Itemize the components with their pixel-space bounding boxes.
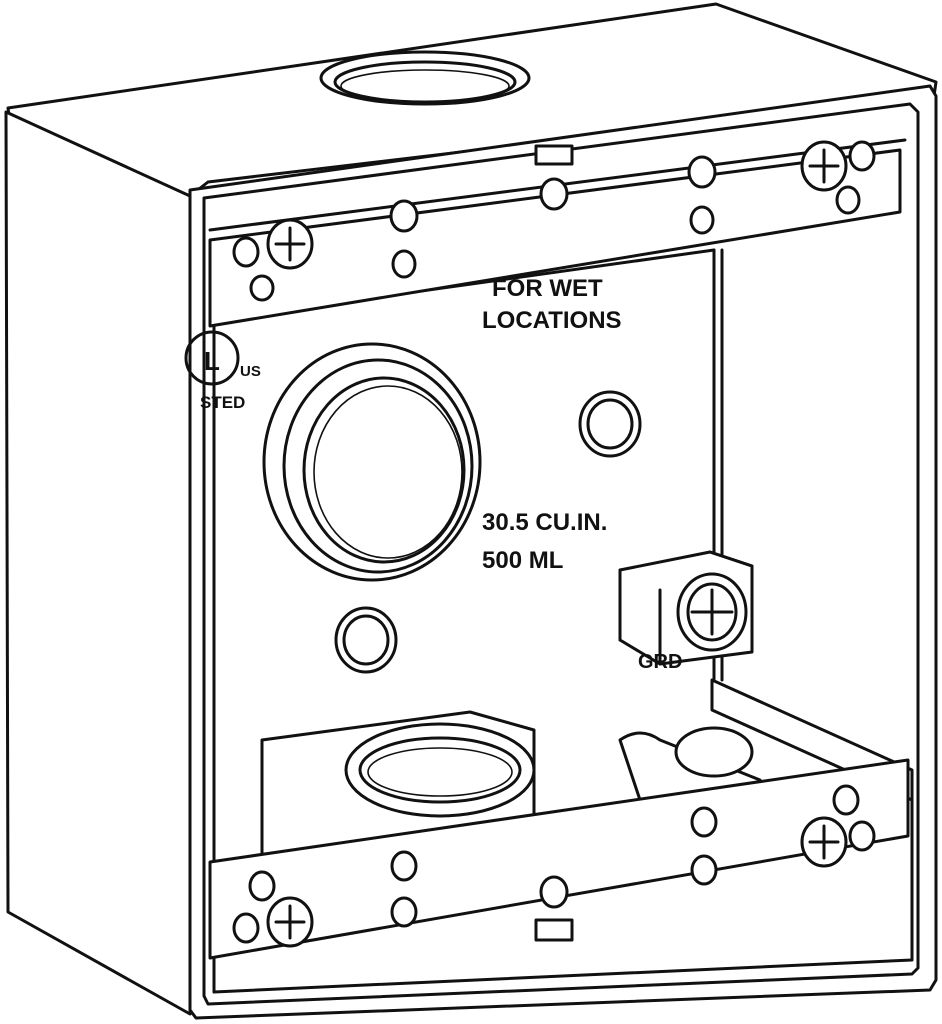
bottom-lug: [674, 726, 754, 778]
ground-block-edges: [618, 550, 754, 666]
listing-mark-letter: L: [204, 346, 220, 376]
ground-screw-slot: [690, 588, 734, 636]
knockout-upper-inner: [586, 398, 634, 450]
bracket-hole: [848, 140, 876, 172]
knockout-lower-inner: [342, 614, 390, 666]
bottom-bracket-notch: [534, 918, 574, 942]
bracket-hole: [248, 870, 276, 902]
wet-locations-line2: LOCATIONS: [482, 307, 622, 334]
top-threaded-hub: [319, 50, 531, 106]
screw-bottom-left: [266, 896, 314, 948]
listing-word: STED: [200, 393, 245, 412]
bracket-hole: [848, 820, 876, 852]
top-hub-inner: [340, 69, 510, 103]
bushing-ring: [282, 358, 474, 574]
bushing-thread: [313, 385, 463, 559]
bracket-hole: [232, 236, 260, 268]
screw-top-right: [800, 140, 848, 192]
top-bracket-notch: [534, 144, 574, 166]
listing-circle: [184, 330, 240, 386]
bracket-hole: [390, 896, 418, 928]
side-knockout-bushing: [262, 342, 482, 582]
bracket-hole: [832, 784, 860, 816]
bushing-inner: [302, 376, 466, 564]
bottom-mounting-bracket: [208, 758, 910, 960]
top-bracket-plate: [208, 148, 902, 328]
bottom-hub-inner: [367, 747, 513, 797]
volume-cu-in: 30.5 CU.IN.: [482, 509, 607, 536]
ground-screw-inner: [686, 582, 738, 642]
bracket-hole: [539, 177, 569, 211]
volume-ml: 500 ML: [482, 547, 563, 574]
top-mounting-bracket: [208, 138, 907, 328]
bracket-hole: [391, 249, 417, 279]
embossed-text: FOR WET LOCATIONS 30.5 CU.IN. 500 ML GRD: [482, 275, 682, 673]
listing-mark: L US STED: [184, 330, 261, 412]
listing-country: US: [240, 363, 261, 380]
ground-label: GRD: [638, 651, 682, 673]
bracket-hole: [687, 155, 717, 189]
bracket-hole: [835, 185, 861, 215]
bracket-hole: [389, 199, 419, 233]
small-knockouts: [334, 390, 642, 674]
bracket-hole: [539, 875, 569, 909]
bracket-hole: [689, 205, 715, 235]
ground-screw-assembly: [618, 550, 754, 666]
bracket-hole: [690, 854, 718, 886]
wet-locations-line1: FOR WET: [492, 275, 603, 302]
bracket-hole: [249, 274, 275, 302]
bottom-hub-top: [344, 722, 536, 818]
bracket-hole: [390, 850, 418, 882]
screw-bottom-right: [800, 816, 848, 868]
box-left-face: [4, 110, 192, 1016]
bracket-hole: [690, 806, 718, 838]
bracket-hole: [232, 912, 260, 944]
bottom-bracket-plate: [208, 758, 910, 960]
screw-top-left: [266, 218, 314, 270]
bottom-hub-thread: [358, 736, 522, 804]
